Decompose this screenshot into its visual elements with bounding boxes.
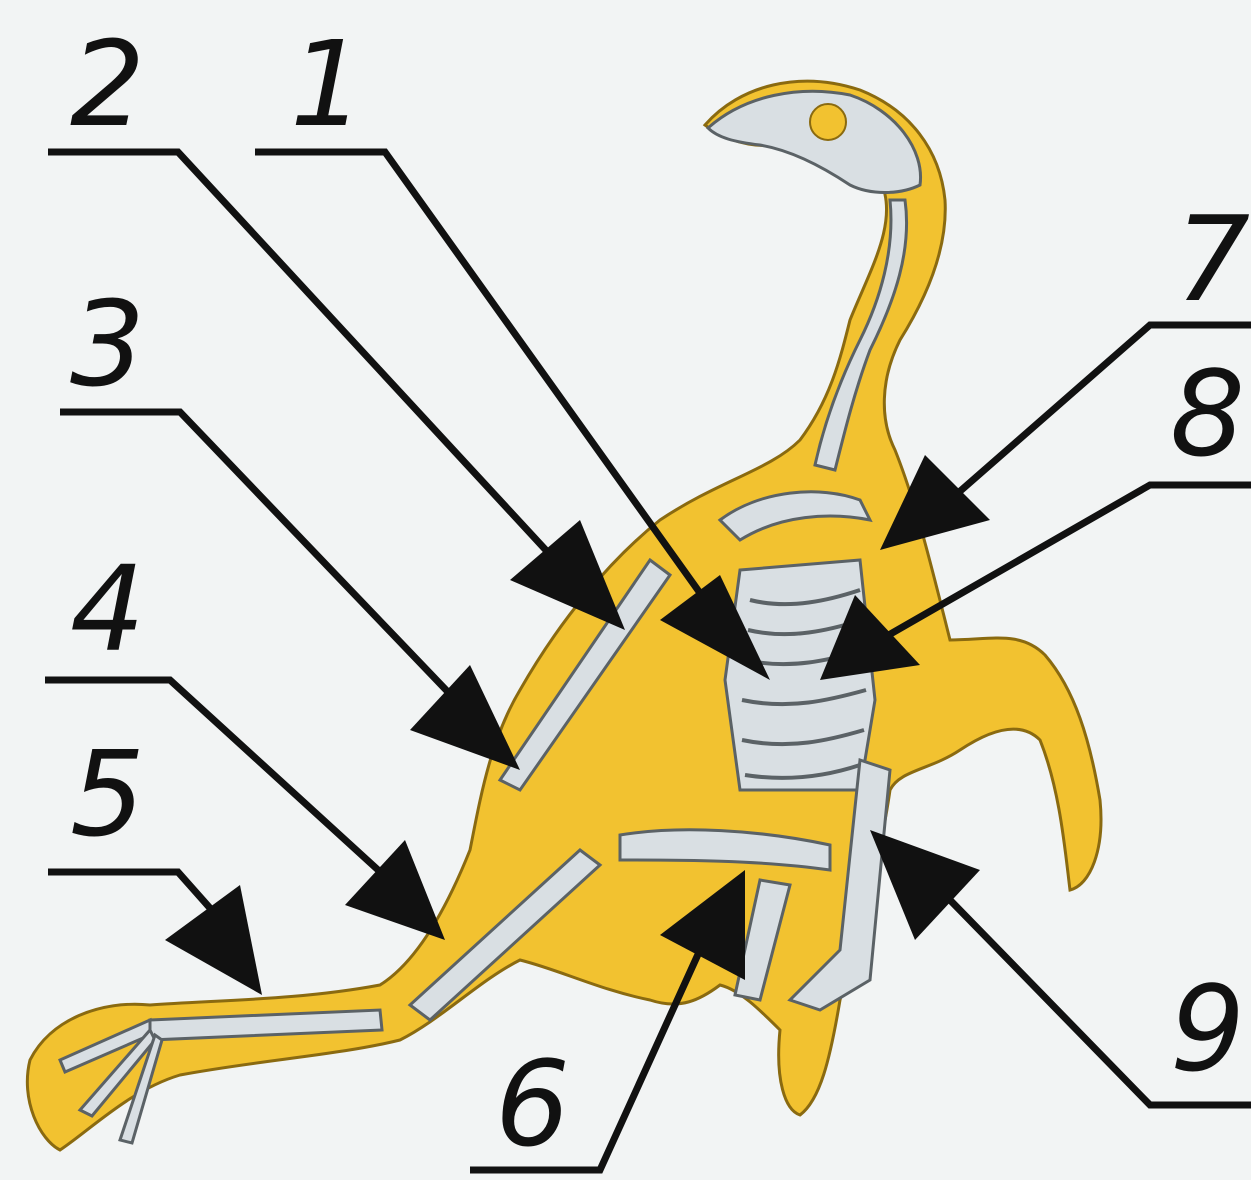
label-2: 2 — [70, 15, 145, 153]
arrowhead-5 — [165, 885, 262, 995]
eye-socket — [810, 104, 846, 140]
bird-body — [27, 81, 1101, 1150]
label-6: 6 — [495, 1035, 570, 1173]
label-9: 9 — [1170, 960, 1245, 1098]
label-4: 4 — [70, 540, 145, 678]
label-3: 3 — [70, 275, 145, 413]
label-1: 1 — [290, 15, 365, 153]
arrowhead-3 — [410, 665, 520, 770]
arrowhead-9 — [870, 830, 980, 940]
label-5: 5 — [70, 725, 145, 863]
label-7: 7 — [1175, 190, 1250, 328]
label-8: 8 — [1170, 345, 1245, 483]
bird-body-outline — [27, 81, 1101, 1150]
